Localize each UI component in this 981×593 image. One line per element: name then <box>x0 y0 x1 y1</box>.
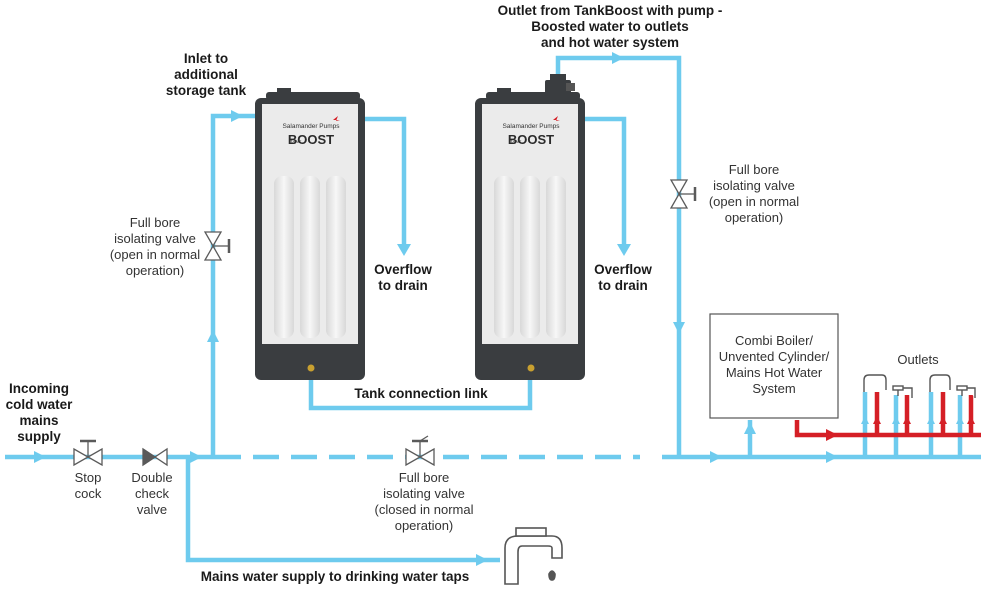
outlet-tap-icon <box>863 374 887 392</box>
flow-arrow <box>207 330 219 342</box>
tank-connection-pipe <box>308 372 533 411</box>
drinking-water-pipe <box>185 457 500 563</box>
tank-left: Salamander Pumps TANK BOOST <box>255 88 365 380</box>
flow-arrow <box>34 451 46 463</box>
isolating-valve-icon <box>669 179 697 209</box>
overflow-pipe-right <box>584 116 627 248</box>
flow-arrow <box>190 451 202 463</box>
inlet-riser-pipe <box>210 113 258 457</box>
tank-brand-text: Salamander Pumps <box>502 123 560 130</box>
flow-arrows <box>34 52 838 566</box>
outlet-arrows <box>861 416 975 424</box>
pump-icon <box>545 74 575 94</box>
tank-product-text: BOOST <box>288 132 334 147</box>
flow-arrow <box>617 244 631 256</box>
flow-arrow <box>826 451 838 463</box>
flow-arrow <box>673 322 685 334</box>
tank-prefix-text: TANK <box>290 139 302 144</box>
outlets-label: Outlets <box>897 352 939 367</box>
mains-taps-label: Mains water supply to drinking water tap… <box>200 569 470 584</box>
flow-arrow <box>710 451 722 463</box>
flow-arrow <box>476 554 488 566</box>
flow-arrow <box>231 110 243 122</box>
outlet-tap-icon <box>956 385 968 391</box>
hot-water-pipe <box>794 420 981 438</box>
tank-product-text: BOOST <box>508 132 554 147</box>
hot-flow-arrows <box>826 429 838 441</box>
boiler-box <box>709 313 839 419</box>
tank-brand-text: Salamander Pumps <box>282 123 340 130</box>
hot-flow-arrow <box>826 429 838 441</box>
tap-icon <box>504 527 563 585</box>
outlet-top-label: Outlet from TankBoost with pump -Boosted… <box>497 3 723 50</box>
outlet-tap-icon <box>929 374 951 392</box>
double-check-valve-icon <box>142 447 168 467</box>
isolating-valve-icon <box>203 231 231 261</box>
outlet-tap-icon <box>892 385 904 391</box>
boiler-label: Combi Boiler/Unvented Cylinder/Mains Hot… <box>718 333 830 396</box>
outlet-taps <box>863 374 976 398</box>
overflow-pipe-left <box>362 116 407 248</box>
flow-arrow <box>397 244 411 256</box>
tank-link-label: Tank connection link <box>354 386 488 401</box>
flow-arrow <box>612 52 624 64</box>
tank-right: Salamander Pumps TANK BOOST <box>475 74 585 380</box>
hot-water-pipes <box>794 392 981 438</box>
stop-cock-valve-icon <box>73 439 103 467</box>
isolating-valve-icon <box>405 435 435 467</box>
salamander-logo-icon <box>553 116 560 121</box>
salamander-logo-icon <box>333 116 340 121</box>
flow-arrow <box>744 422 756 434</box>
tank-prefix-text: TANK <box>510 139 522 144</box>
